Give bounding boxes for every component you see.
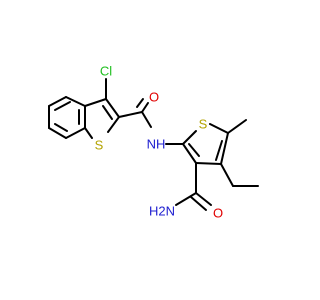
carboxamide-oxygen-label: O — [213, 206, 223, 221]
bond-lines — [48, 78, 259, 211]
benzothiophene-sulfur-label: S — [95, 138, 104, 153]
chlorine-label: Cl — [100, 64, 112, 79]
amide-nitrogen-label: NH — [147, 137, 166, 152]
carbonyl-oxygen-label: O — [149, 90, 159, 105]
thiophene-sulfur-label: S — [199, 117, 208, 132]
carboxamide-nitrogen-label: H2N — [149, 204, 175, 219]
molecule-structure: Cl S O NH S O H2N — [48, 64, 259, 221]
